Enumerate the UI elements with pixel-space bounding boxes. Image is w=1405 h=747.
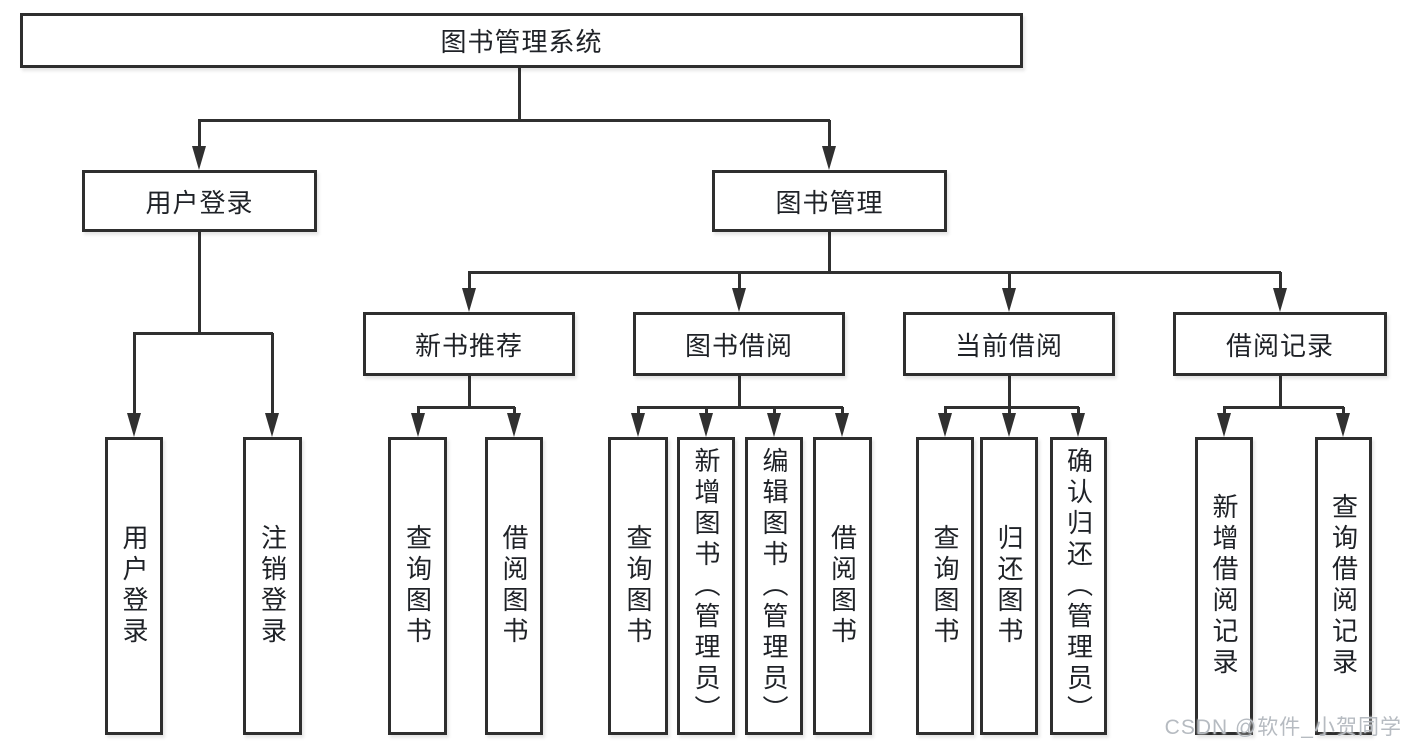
connector-line [417, 406, 515, 409]
leaf-add-borrow-record: 新增借阅记录 [1195, 437, 1253, 735]
leaf-query-borrow-record: 查询借阅记录 [1315, 437, 1372, 735]
leaf-user-login: 用户登录 [105, 437, 163, 735]
leaf-edit-book-admin: 编辑图书（管理员） [745, 437, 803, 735]
arrowhead-icon [732, 288, 746, 312]
connector-line [468, 272, 471, 290]
leaf-return-book: 归还图书 [980, 437, 1038, 735]
leaf-logout: 注销登录 [243, 437, 302, 735]
connector-line [738, 272, 741, 290]
connector-line [198, 120, 201, 148]
leaf-add-book-admin: 新增图书（管理员） [677, 437, 735, 735]
connector-line [841, 407, 844, 415]
leaf-confirm-return-admin: 确认归还（管理员） [1050, 437, 1107, 735]
arrowhead-icon [631, 413, 645, 437]
connector-line [944, 406, 1079, 409]
connector-line [1008, 272, 1011, 290]
connector-line [198, 232, 201, 333]
connector-line [133, 333, 136, 415]
leaf-add-borrow-record-label: 新增借阅记录 [1209, 493, 1239, 679]
node-root: 图书管理系统 [20, 13, 1023, 68]
connector-line [417, 407, 420, 415]
arrowhead-icon [822, 146, 836, 170]
leaf-newbook-borrow: 借阅图书 [485, 437, 543, 735]
connector-line [1223, 406, 1344, 409]
arrowhead-icon [1002, 413, 1016, 437]
node-root-label: 图书管理系统 [440, 27, 603, 57]
leaf-borrow-book-label: 借阅图书 [827, 524, 858, 648]
connector-line [1008, 407, 1011, 415]
connector-line [705, 407, 708, 415]
arrowhead-icon [507, 413, 521, 437]
connector-line [637, 407, 640, 415]
connector-line [1008, 376, 1011, 407]
leaf-newbook-borrow-label: 借阅图书 [499, 524, 529, 648]
leaf-current-query: 查询图书 [916, 437, 974, 735]
connector-line [468, 376, 471, 407]
arrowhead-icon [1071, 413, 1085, 437]
leaf-user-login-label: 用户登录 [119, 524, 149, 648]
leaf-newbook-query-label: 查询图书 [402, 524, 433, 648]
connector-line [828, 232, 831, 272]
arrowhead-icon [1002, 288, 1016, 312]
watermark-text: CSDN @软件_小贺同学 [1164, 716, 1402, 739]
node-user-login: 用户登录 [82, 170, 317, 232]
connector-line [1342, 407, 1345, 415]
node-book-management-label: 图书管理 [775, 187, 884, 218]
leaf-current-query-label: 查询图书 [930, 524, 960, 648]
leaf-borrow-query: 查询图书 [608, 437, 668, 735]
leaf-confirm-return-admin-label: 确认归还（管理员） [1063, 446, 1094, 726]
arrowhead-icon [1273, 288, 1287, 312]
connector-line [133, 332, 273, 335]
node-borrow-records: 借阅记录 [1173, 312, 1387, 376]
arrowhead-icon [938, 413, 952, 437]
arrowhead-icon [835, 413, 849, 437]
connector-line [1223, 407, 1226, 415]
connector-line [944, 407, 947, 415]
connector-line [637, 406, 843, 409]
arrowhead-icon [192, 146, 206, 170]
connector-line [518, 68, 521, 120]
arrowhead-icon [127, 413, 141, 437]
leaf-logout-label: 注销登录 [257, 524, 288, 648]
arrowhead-icon [411, 413, 425, 437]
node-current-borrow-label: 当前借阅 [954, 330, 1063, 361]
arrowhead-icon [265, 413, 279, 437]
connector-line [1279, 272, 1282, 290]
connector-line [271, 333, 274, 415]
node-book-borrow: 图书借阅 [633, 312, 845, 376]
connector-line [468, 271, 1281, 274]
leaf-query-borrow-record-label: 查询借阅记录 [1328, 493, 1359, 679]
node-book-borrow-label: 图书借阅 [684, 330, 793, 361]
leaf-add-book-admin-label: 新增图书（管理员） [691, 446, 721, 726]
leaf-newbook-query: 查询图书 [388, 437, 447, 735]
arrowhead-icon [1217, 413, 1231, 437]
connector-line [198, 119, 830, 122]
leaf-borrow-book: 借阅图书 [813, 437, 872, 735]
leaf-borrow-query-label: 查询图书 [623, 524, 653, 648]
node-current-borrow: 当前借阅 [903, 312, 1115, 376]
node-new-book-recommend-label: 新书推荐 [414, 330, 523, 361]
node-book-management: 图书管理 [712, 170, 947, 232]
node-borrow-records-label: 借阅记录 [1225, 330, 1334, 361]
arrowhead-icon [767, 413, 781, 437]
leaf-return-book-label: 归还图书 [994, 524, 1024, 648]
connector-line [1077, 407, 1080, 415]
connector-line [773, 407, 776, 415]
connector-line [1279, 376, 1282, 407]
node-user-login-label: 用户登录 [145, 187, 254, 218]
leaf-edit-book-admin-label: 编辑图书（管理员） [759, 446, 789, 726]
connector-line [828, 120, 831, 148]
arrowhead-icon [462, 288, 476, 312]
arrowhead-icon [699, 413, 713, 437]
connector-line [738, 376, 741, 407]
arrowhead-icon [1336, 413, 1350, 437]
node-new-book-recommend: 新书推荐 [363, 312, 575, 376]
connector-line [513, 407, 516, 415]
